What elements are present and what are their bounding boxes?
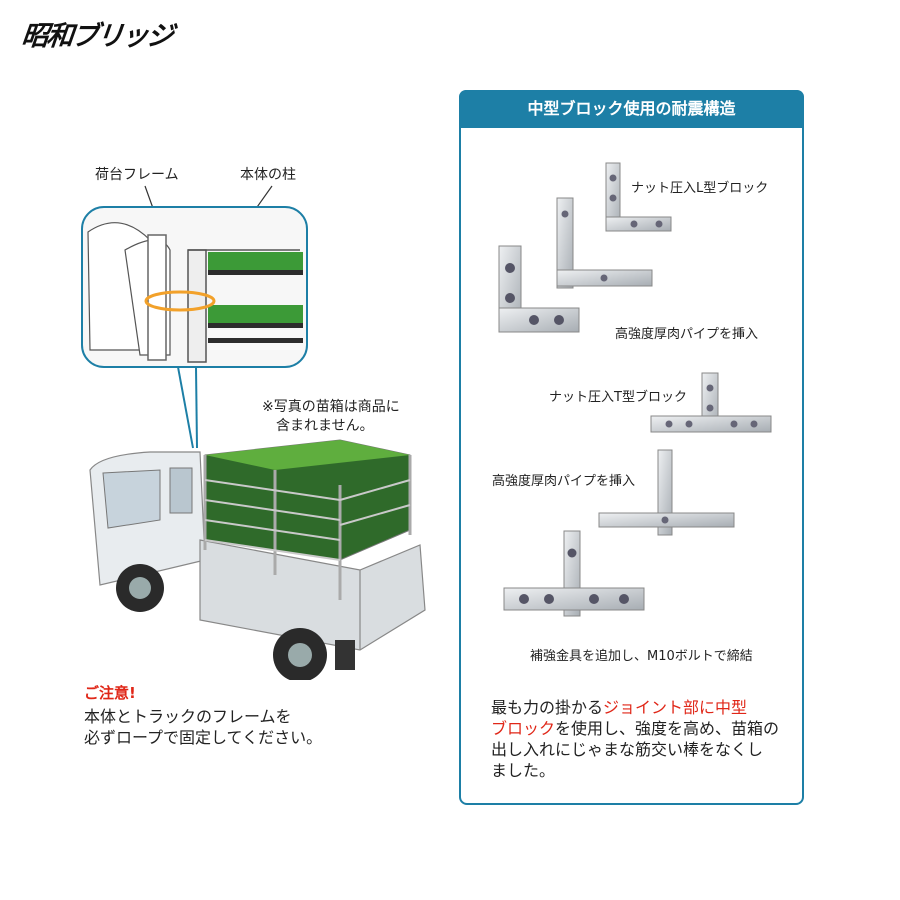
reinforced-t-block-icon <box>503 530 645 617</box>
desc-line1-text: 最も力の掛かる <box>491 698 604 717</box>
t-pipe-assembly-icon <box>598 449 735 536</box>
pipe-label-2: 高強度厚肉パイプを挿入 <box>492 474 636 489</box>
block-parts-illustration <box>498 162 772 617</box>
caution-line1: 本体とトラックのフレームを <box>84 707 292 726</box>
desc-line1-highlight: ジョイント部に中型 <box>603 698 748 717</box>
desc-line2-highlight: ブロック <box>491 719 556 738</box>
caution-title: ご注意! <box>84 684 136 702</box>
t-block-label: ナット圧入T型ブロック <box>549 390 687 405</box>
zoom-detail-box <box>81 206 308 368</box>
desc-line2-text: を使用し、強度を高め、苗箱の <box>555 719 780 738</box>
pillar-callout-label: 本体の柱 <box>240 167 296 183</box>
pipe-label-1: 高強度厚肉パイプを挿入 <box>615 327 759 342</box>
photo-note-line2: 含まれません。 <box>276 418 374 434</box>
panel-title: 中型ブロック使用の耐震構造 <box>459 90 804 128</box>
t-block-icon <box>650 372 772 433</box>
truck-illustration <box>81 185 426 680</box>
frame-callout-label: 荷台フレーム <box>95 167 179 183</box>
caution-block: ご注意! 本体とトラックのフレームを 必ずロープで固定してください。 <box>84 682 322 748</box>
seismic-structure-panel <box>459 90 804 805</box>
desc-line4: ました。 <box>491 761 556 780</box>
rope-icon <box>144 290 216 312</box>
photo-note-line1: ※写真の苗箱は商品に <box>262 399 400 415</box>
l-pipe-assembly-icon <box>556 197 653 289</box>
reinforce-label: 補強金具を追加し、M10ボルトで締結 <box>530 649 753 664</box>
l-block-label: ナット圧入L型ブロック <box>631 181 769 196</box>
l-block-icon <box>605 162 672 232</box>
panel-description: 最も力の掛かるジョイント部に中型 ブロックを使用し、強度を高め、苗箱の 出し入れ… <box>491 697 791 781</box>
desc-line2: ブロックを使用し、強度を高め、苗箱の <box>491 718 791 739</box>
caution-line2: 必ずロープで固定してください。 <box>84 728 323 747</box>
reinforced-l-block-icon <box>498 245 580 333</box>
photo-note: ※写真の苗箱は商品に 含まれません。 <box>262 398 400 436</box>
truck-photo <box>89 439 426 680</box>
desc-line1: 最も力の掛かるジョイント部に中型 <box>491 697 791 718</box>
desc-line3: 出し入れにじゃまな筋交い棒をなくし <box>491 740 764 759</box>
